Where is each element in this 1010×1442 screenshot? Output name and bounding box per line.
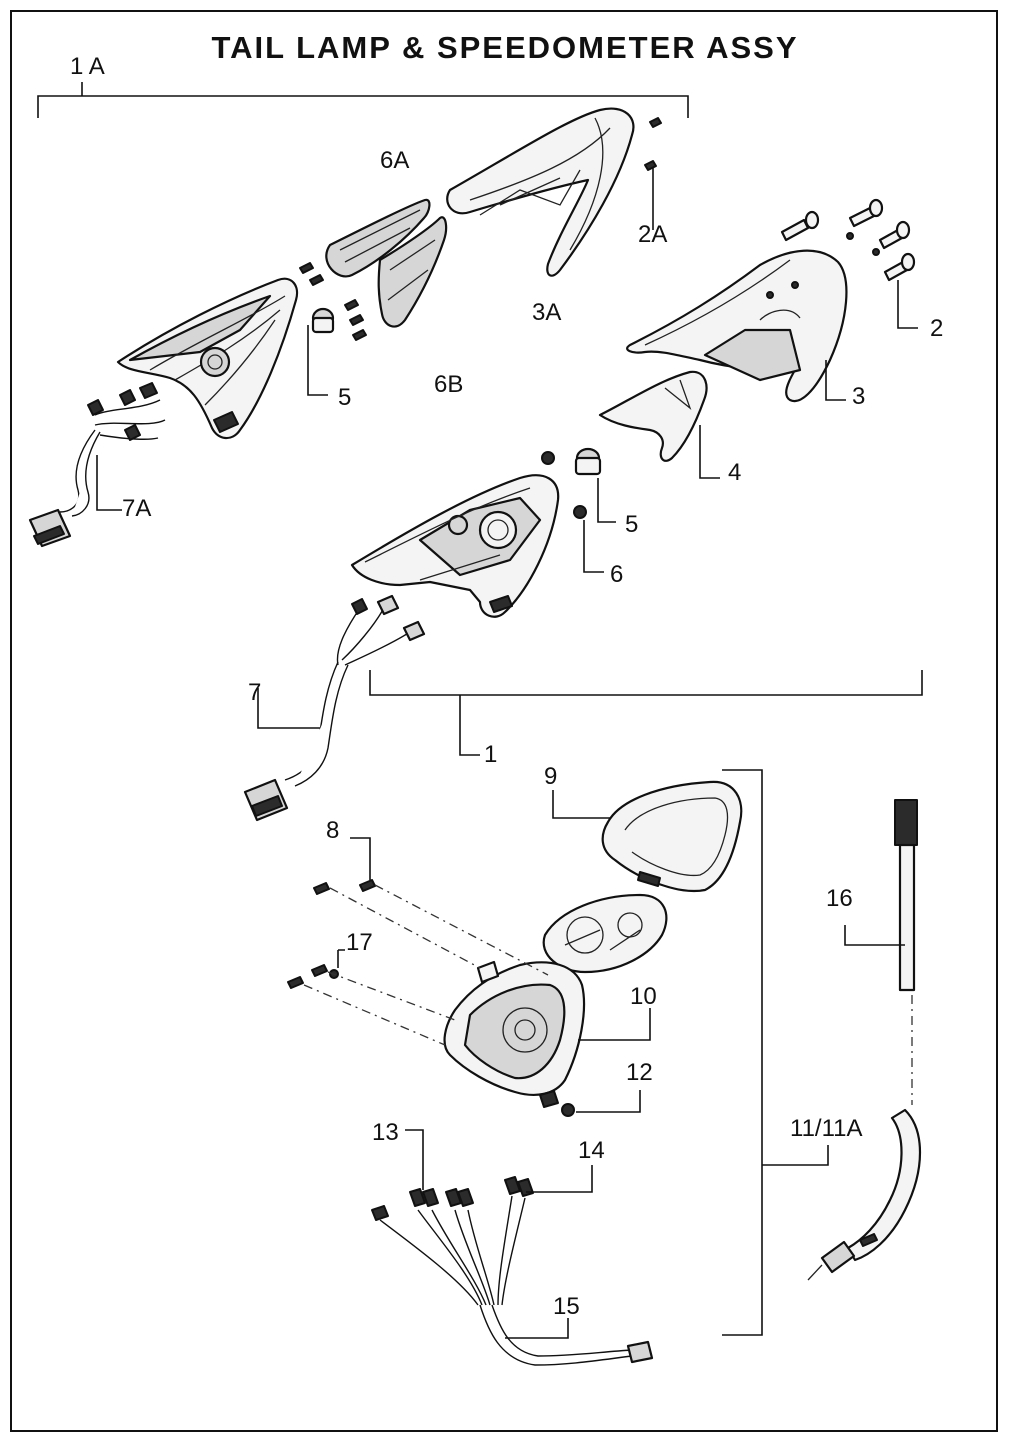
part-3-grab-rail	[626, 249, 848, 403]
label-5-upper: 5	[338, 384, 351, 411]
bracket-11	[722, 769, 829, 1336]
part-17-washers	[287, 949, 456, 1046]
label-5-lower: 5	[625, 511, 638, 538]
part-2-bolts	[780, 198, 918, 329]
label-17: 17	[346, 929, 373, 956]
label-8: 8	[326, 817, 339, 844]
bracket-1A	[37, 82, 689, 118]
part-8-screws	[313, 837, 549, 976]
label-9: 9	[544, 763, 557, 790]
label-2a: 2A	[638, 221, 667, 248]
label-1: 1	[484, 741, 497, 768]
part-3a-cover	[446, 107, 635, 277]
label-14: 14	[578, 1137, 605, 1164]
label-1a: 1 A	[70, 53, 105, 80]
part-5-socket-upper	[307, 307, 335, 396]
label-6a: 6A	[380, 147, 409, 174]
part-1a-lamp-housing	[116, 277, 299, 440]
part-4-plate	[598, 370, 720, 479]
lens-screws	[299, 262, 367, 341]
label-13: 13	[372, 1119, 399, 1146]
label-3: 3	[852, 383, 865, 410]
label-7: 7	[248, 679, 261, 706]
part-12-nut	[561, 1090, 641, 1117]
label-11-11a: 11/11A	[790, 1115, 863, 1142]
dial-face-sheet	[542, 893, 668, 974]
label-6b: 6B	[434, 371, 463, 398]
label-2: 2	[930, 315, 943, 342]
page-border	[10, 10, 998, 1432]
label-3a: 3A	[532, 299, 561, 326]
diagram-title: TAIL LAMP & SPEEDOMETER ASSY	[211, 30, 799, 65]
part-9-meter-lens	[552, 780, 743, 892]
part-6a-lens	[325, 198, 431, 278]
part-10-meter-case	[443, 960, 651, 1108]
bracket-1	[369, 670, 923, 756]
part-1-lamp-housing	[350, 474, 560, 618]
part-6b-lens	[377, 216, 448, 328]
part-7-harness	[243, 594, 426, 822]
label-4: 4	[728, 459, 741, 486]
label-7a: 7A	[122, 495, 151, 522]
label-10: 10	[630, 983, 657, 1010]
label-6: 6	[610, 561, 623, 588]
part-13-14-bulbs	[371, 1129, 593, 1221]
part-7a-harness	[28, 382, 166, 548]
part-5-socket-lower	[574, 447, 616, 523]
label-12: 12	[626, 1059, 653, 1086]
label-15: 15	[553, 1293, 580, 1320]
part-2a-screws	[644, 117, 662, 230]
part-6-nut	[541, 451, 604, 573]
part-16-cable	[807, 799, 921, 1281]
label-16: 16	[826, 885, 853, 912]
part-15-harness	[379, 1195, 654, 1366]
